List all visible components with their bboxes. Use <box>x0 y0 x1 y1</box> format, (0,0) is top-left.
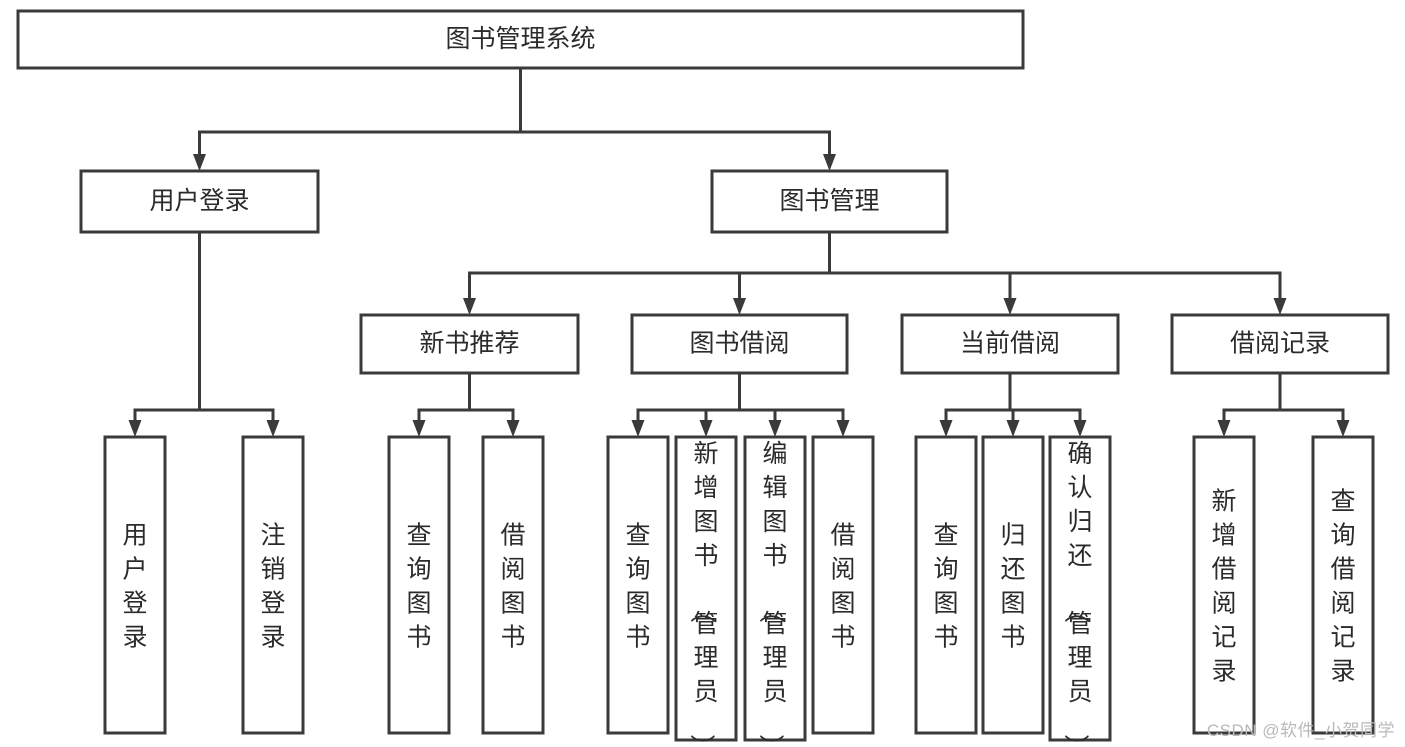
node-leaf-user-logout-label: 注销登录 <box>260 522 285 652</box>
book-borrow-to-leaves-arrow-1 <box>699 420 713 437</box>
node-borrow-record[interactable]: 借阅记录 <box>1170 313 1390 375</box>
node-leaf-return-book-rect[interactable] <box>981 435 1045 735</box>
node-leaf-user-logout-rect[interactable] <box>241 435 305 735</box>
root-to-level1-arrow-0 <box>193 154 206 171</box>
node-book-management-rect[interactable] <box>710 169 949 234</box>
node-user-login[interactable]: 用户登录 <box>79 169 320 234</box>
node-leaf-borrow-book-recommend[interactable]: 借阅图书 <box>481 435 545 735</box>
root-to-level1-arrow-1 <box>823 154 836 171</box>
node-book-borrow-label: 图书借阅 <box>689 330 789 358</box>
node-leaf-edit-book-admin-rect[interactable] <box>743 435 807 742</box>
node-current-borrow[interactable]: 当前借阅 <box>900 313 1120 375</box>
user-login-to-leaves-arrow-0 <box>128 420 142 437</box>
node-root-rect[interactable] <box>16 9 1025 70</box>
node-leaf-confirm-return-admin[interactable]: 确认归还（管理员） <box>1048 435 1112 747</box>
node-leaf-return-book-label: 归还图书 <box>1000 522 1025 652</box>
node-leaf-query-book-borrow-rect[interactable] <box>606 435 670 735</box>
current-borrow-to-leaves-arrow-1 <box>1006 420 1020 437</box>
csdn-watermark: CSDN @软件_小贺同学 <box>1206 721 1395 740</box>
bookmgmt-to-level2-arrow-1 <box>733 298 746 315</box>
node-leaf-query-book-current-rect[interactable] <box>914 435 978 735</box>
node-leaf-edit-book-admin[interactable]: 编辑图书（管理员） <box>743 435 807 747</box>
node-book-borrow[interactable]: 图书借阅 <box>630 313 849 375</box>
node-current-borrow-rect[interactable] <box>900 313 1120 375</box>
node-leaf-query-borrow-record-rect[interactable] <box>1311 435 1375 735</box>
node-leaf-user-logout[interactable]: 注销登录 <box>241 435 305 735</box>
node-leaf-user-login-rect[interactable] <box>103 435 167 735</box>
node-leaf-borrow-book[interactable]: 借阅图书 <box>811 435 875 735</box>
node-leaf-add-book-admin[interactable]: 新增图书（管理员） <box>674 435 738 747</box>
node-leaf-query-borrow-record-label: 查询借阅记录 <box>1330 488 1355 686</box>
node-new-book-recommend-label: 新书推荐 <box>419 330 519 358</box>
current-borrow-to-leaves-arrow-2 <box>1073 420 1087 437</box>
node-leaf-add-book-admin-label: 新增图书（管理员） <box>687 440 718 747</box>
node-new-book-recommend-rect[interactable] <box>359 313 580 375</box>
node-book-borrow-rect[interactable] <box>630 313 849 375</box>
node-root-label: 图书管理系统 <box>445 25 595 53</box>
node-leaf-query-book-recommend-label: 查询图书 <box>406 522 431 652</box>
node-borrow-record-label: 借阅记录 <box>1230 330 1330 358</box>
node-leaf-edit-book-admin-label: 编辑图书（管理员） <box>756 440 787 747</box>
user-login-to-leaves-arrow-1 <box>266 420 280 437</box>
node-leaf-query-book-current-label: 查询图书 <box>933 522 958 652</box>
node-leaf-query-book-borrow[interactable]: 查询图书 <box>606 435 670 735</box>
node-root[interactable]: 图书管理系统 <box>16 9 1025 70</box>
node-leaf-query-book-borrow-label: 查询图书 <box>625 522 650 652</box>
borrow-record-to-leaves-arrow-0 <box>1217 420 1231 437</box>
node-leaf-query-book-recommend-rect[interactable] <box>387 435 451 735</box>
node-user-login-rect[interactable] <box>79 169 320 234</box>
book-borrow-to-leaves-arrow-2 <box>768 420 782 437</box>
node-new-book-recommend[interactable]: 新书推荐 <box>359 313 580 375</box>
node-leaf-return-book[interactable]: 归还图书 <box>981 435 1045 735</box>
node-leaf-user-login[interactable]: 用户登录 <box>103 435 167 735</box>
new-book-recommend-to-leaves-arrow-0 <box>412 420 426 437</box>
node-boxes: 图书管理系统用户登录图书管理新书推荐图书借阅当前借阅借阅记录用户登录注销登录查询… <box>16 9 1390 747</box>
book-borrow-to-leaves-arrow-0 <box>631 420 645 437</box>
node-borrow-record-rect[interactable] <box>1170 313 1390 375</box>
node-leaf-query-borrow-record[interactable]: 查询借阅记录 <box>1311 435 1375 735</box>
node-leaf-query-book-current[interactable]: 查询图书 <box>914 435 978 735</box>
node-current-borrow-label: 当前借阅 <box>960 330 1060 358</box>
node-user-login-label: 用户登录 <box>149 187 249 215</box>
bookmgmt-to-level2-arrow-3 <box>1273 298 1287 315</box>
borrow-record-to-leaves-arrow-1 <box>1336 420 1350 437</box>
node-leaf-borrow-book-label: 借阅图书 <box>830 522 855 652</box>
node-leaf-query-book-recommend[interactable]: 查询图书 <box>387 435 451 735</box>
node-leaf-user-login-label: 用户登录 <box>122 522 147 652</box>
node-leaf-confirm-return-admin-label: 确认归还（管理员） <box>1061 440 1092 747</box>
node-book-management[interactable]: 图书管理 <box>710 169 949 234</box>
node-leaf-add-borrow-record-label: 新增借阅记录 <box>1211 488 1236 686</box>
node-leaf-borrow-book-rect[interactable] <box>811 435 875 735</box>
bookmgmt-to-level2-arrow-0 <box>463 298 476 315</box>
node-leaf-add-borrow-record-rect[interactable] <box>1192 435 1256 735</box>
bookmgmt-to-level2-arrow-2 <box>1003 298 1017 315</box>
connector-lines <box>128 66 1350 437</box>
node-leaf-add-borrow-record[interactable]: 新增借阅记录 <box>1192 435 1256 735</box>
new-book-recommend-to-leaves-arrow-1 <box>506 420 520 437</box>
node-leaf-confirm-return-admin-rect[interactable] <box>1048 435 1112 742</box>
node-book-management-label: 图书管理 <box>779 187 879 215</box>
current-borrow-to-leaves-arrow-0 <box>939 420 953 437</box>
node-leaf-borrow-book-recommend-rect[interactable] <box>481 435 545 735</box>
node-leaf-add-book-admin-rect[interactable] <box>674 435 738 742</box>
book-borrow-to-leaves-arrow-3 <box>836 420 850 437</box>
node-leaf-borrow-book-recommend-label: 借阅图书 <box>500 522 525 652</box>
